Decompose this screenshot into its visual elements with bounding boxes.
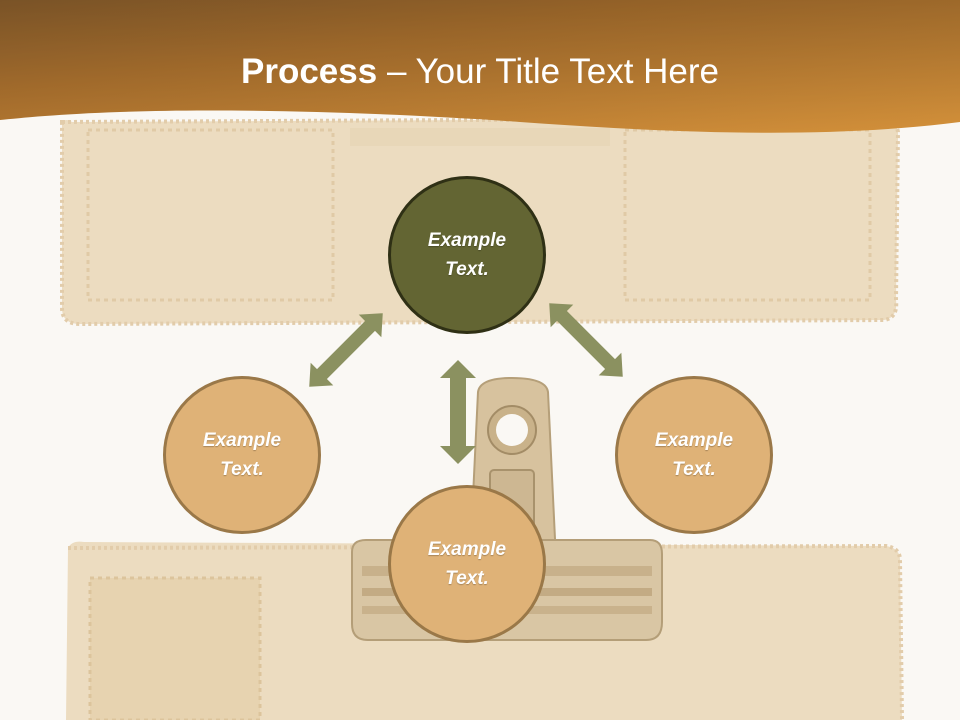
double-arrow-icon <box>440 360 476 464</box>
node-left-circle[interactable]: Example Text. <box>163 376 321 534</box>
title-bold: Process <box>241 52 378 91</box>
double-arrow-icon <box>309 313 383 387</box>
node-left-label: Example Text. <box>202 430 282 480</box>
node-right-label: Example Text. <box>654 430 734 480</box>
slide-title: Process – Your Title Text Here <box>0 52 960 92</box>
node-bottom-label: Example Text. <box>427 539 507 589</box>
title-rest: – Your Title Text Here <box>377 52 719 91</box>
header-banner <box>0 0 960 133</box>
node-right-circle[interactable]: Example Text. <box>615 376 773 534</box>
node-top-circle[interactable]: Example Text. <box>388 176 546 334</box>
node-bottom-circle[interactable]: Example Text. <box>388 485 546 643</box>
double-arrow-icon <box>549 303 623 377</box>
node-top-label: Example Text. <box>427 230 507 280</box>
